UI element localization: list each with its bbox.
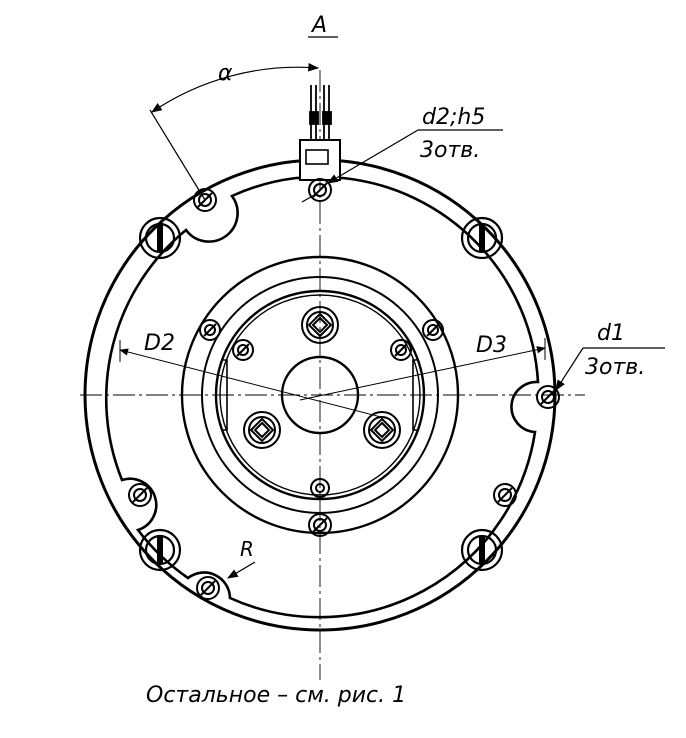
hub-ring-inner [214,289,426,501]
flange-contour [104,176,540,619]
diamond-bolts [243,306,401,449]
dim-D3: D3 [476,333,507,358]
hole-d2-count: 3отв. [420,138,480,163]
hole-d1-spec: d1 [597,321,625,346]
caption: Остальное – см. рис. 1 [146,683,406,708]
view-label: A [310,13,327,38]
slotted-posts [138,216,504,572]
hole-d2-spec: d2;h5 [422,105,485,130]
angle-label: α [218,61,233,86]
radius-label: R [240,537,254,561]
hole-d1-count: 3отв. [585,355,645,380]
hub-segment-lines [222,359,418,431]
dim-D2: D2 [144,331,175,356]
shaft-bore [280,355,360,435]
angle-dimension [149,62,320,201]
terminal-box [296,139,343,181]
diameter-lines [119,338,546,419]
lead-wires [309,85,332,140]
hub-ring-inner-2 [219,294,421,496]
leaders [227,36,665,579]
hub-ring-outer [180,255,460,535]
